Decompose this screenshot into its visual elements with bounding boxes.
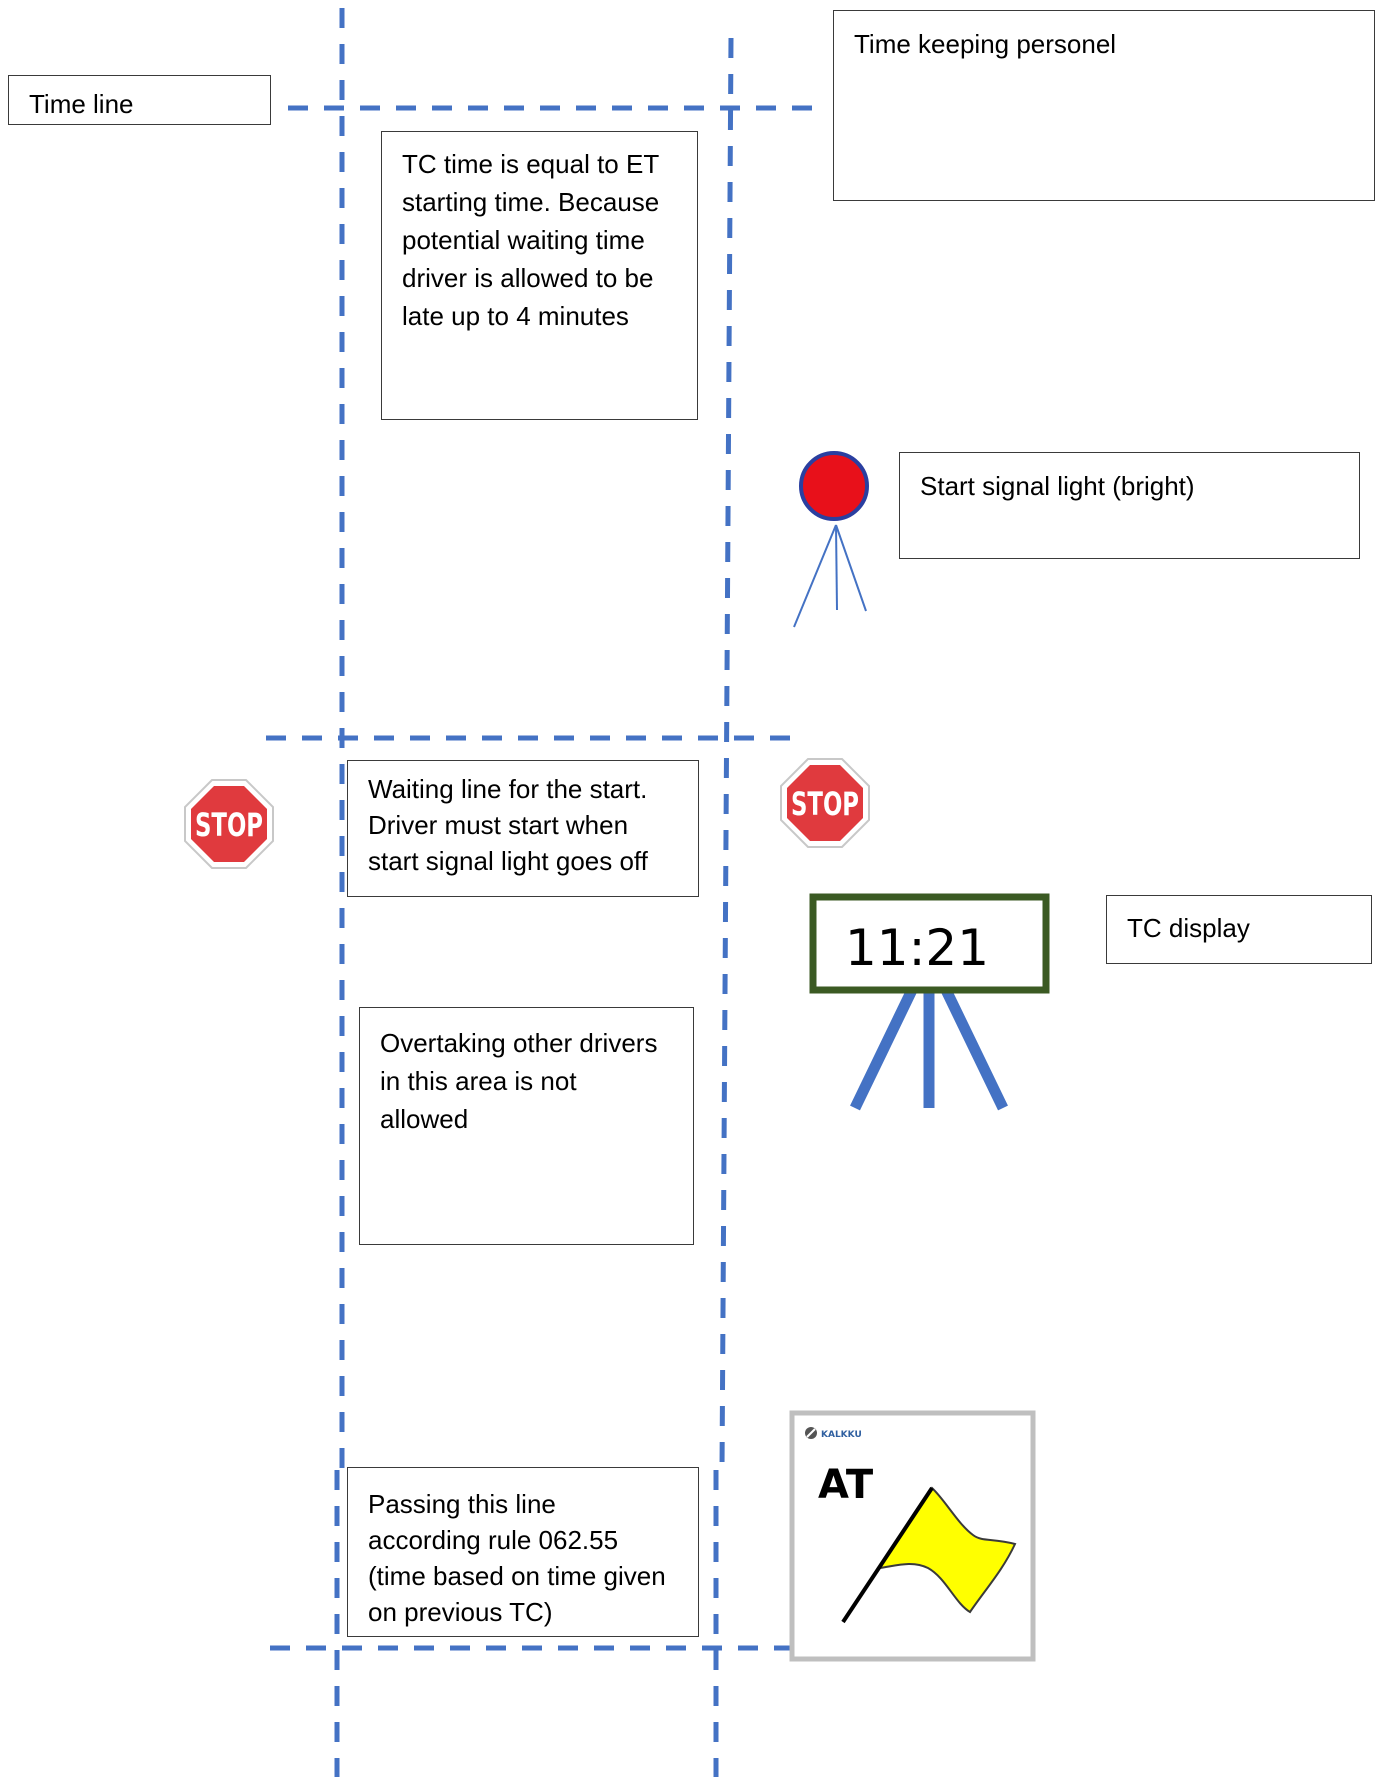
at-card-brand: KALKKU bbox=[821, 1430, 862, 1440]
passing-text: on previous TC) bbox=[368, 1597, 553, 1627]
waiting-line-text: Waiting line for the start. bbox=[368, 774, 648, 804]
tc-display-board-icon: 11:21 bbox=[809, 893, 1050, 1111]
time-keeping-personnel-label: Time keeping personel bbox=[833, 10, 1375, 201]
stop-sign-icon-right: STOP bbox=[780, 758, 870, 848]
passing-text: (time based on time given bbox=[368, 1561, 666, 1591]
tc-time-line: TC time is equal to ET bbox=[402, 149, 660, 179]
time-line-text: Time line bbox=[29, 89, 134, 119]
overtaking-note: Overtaking other drivers in this area is… bbox=[359, 1007, 694, 1245]
stop-sign-text: STOP bbox=[791, 785, 859, 823]
at-flag-card-icon: KALKKU AT bbox=[789, 1410, 1036, 1662]
stop-sign-text: STOP bbox=[195, 806, 263, 844]
waiting-line-note: Waiting line for the start. Driver must … bbox=[347, 760, 699, 897]
overtaking-text: allowed bbox=[380, 1104, 469, 1134]
tc-time-line: potential waiting time bbox=[402, 225, 645, 255]
passing-line-note: Passing this line according rule 062.55 … bbox=[347, 1467, 699, 1637]
tc-time-line: driver is allowed to be bbox=[402, 263, 654, 293]
lane-right-top bbox=[719, 37, 734, 1471]
waiting-line-text: Driver must start when bbox=[368, 810, 629, 840]
at-card-text: AT bbox=[818, 1462, 874, 1508]
time-line-label: Time line bbox=[8, 75, 271, 125]
time-keeping-text: Time keeping personel bbox=[854, 29, 1117, 59]
start-signal-label: Start signal light (bright) bbox=[899, 452, 1360, 559]
start-signal-text: Start signal light (bright) bbox=[920, 471, 1195, 501]
waiting-line-text: start signal light goes off bbox=[368, 846, 648, 876]
lane-lines bbox=[266, 8, 815, 1777]
tc-display-label: TC display bbox=[1106, 895, 1372, 964]
tc-time-line: late up to 4 minutes bbox=[402, 301, 629, 331]
tc-time-line: starting time. Because bbox=[402, 187, 660, 217]
stop-sign-icon-left: STOP bbox=[184, 779, 274, 869]
tc-display-time: 11:21 bbox=[845, 919, 989, 977]
overtaking-text: in this area is not bbox=[380, 1066, 577, 1096]
tc-time-note: TC time is equal to ET starting time. Be… bbox=[381, 131, 698, 420]
tc-display-text: TC display bbox=[1127, 913, 1250, 943]
overtaking-text: Overtaking other drivers bbox=[380, 1028, 658, 1058]
passing-text: Passing this line bbox=[368, 1489, 556, 1519]
start-signal-light-icon bbox=[793, 451, 869, 628]
passing-text: according rule 062.55 bbox=[368, 1525, 619, 1555]
